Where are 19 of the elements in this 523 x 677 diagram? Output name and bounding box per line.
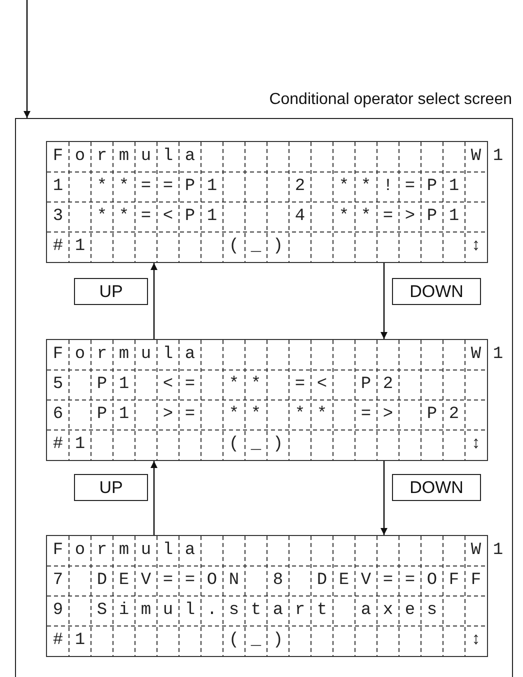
screen-text-row-text: 3 **=<P1 4 **=>P1 [52, 206, 472, 228]
arrow [380, 461, 388, 535]
screen-text-row-text: 6 P1 >= ** ** => P2 [52, 404, 472, 426]
screen-text-row-text: 1 **==P1 2 **!=P1 [52, 176, 472, 198]
arrow [24, 0, 30, 118]
key-label: UP [74, 474, 148, 501]
arrow [150, 263, 158, 339]
arrow [150, 461, 158, 535]
screen-text-row-text: 9 Simul.start axes [52, 600, 450, 622]
screen-text-row-text: 7 DEV==ON 8 DEV==OFF [52, 570, 493, 592]
key-label: UP [74, 278, 148, 305]
screen-text-row-text: #1 (_) ↕ [52, 630, 493, 652]
key-label: DOWN [392, 474, 481, 501]
screen-text-row-text: #1 (_) ↕ [52, 236, 493, 258]
screen-text-row-text: 5 P1 <= ** =< P2 [52, 374, 406, 396]
arrow [380, 263, 388, 339]
frame-title: Conditional operator select screen [269, 91, 512, 109]
key-label: DOWN [392, 278, 481, 305]
screen-text-row-text: #1 (_) ↕ [52, 434, 493, 456]
